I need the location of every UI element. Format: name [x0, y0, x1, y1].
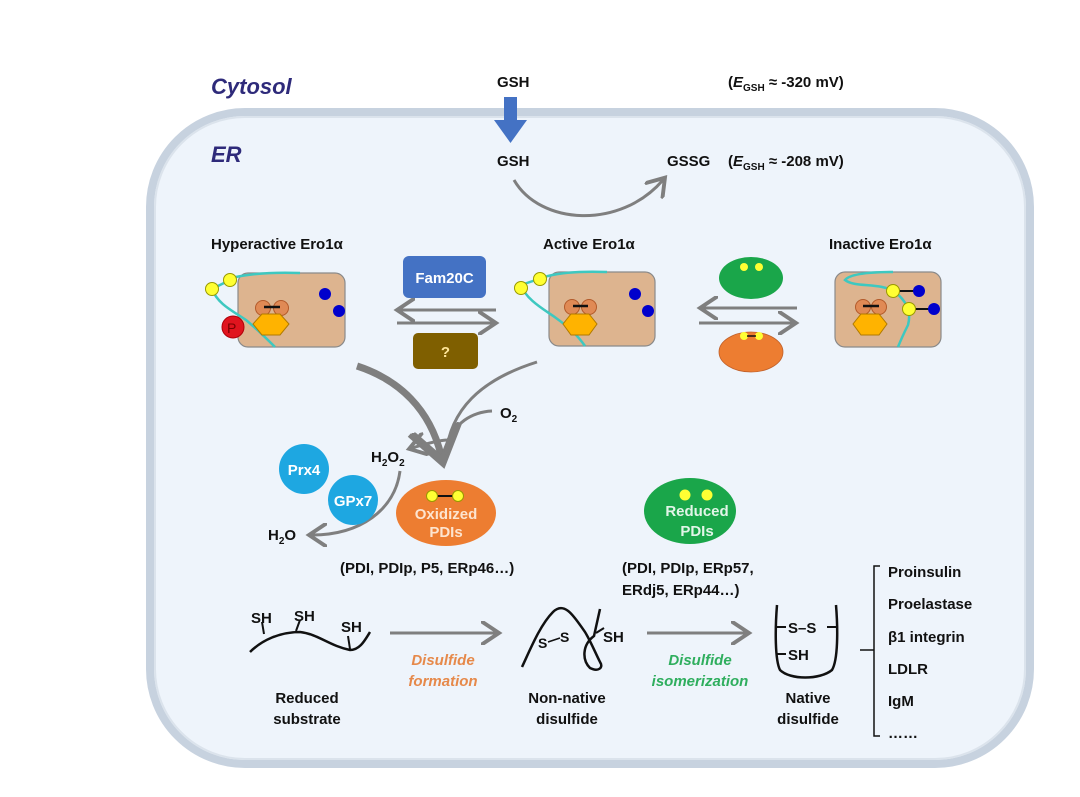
er-membrane-inner	[154, 116, 1026, 760]
reduced-pdis-line2: PDIs	[680, 523, 713, 540]
sh-label-2: SH	[294, 608, 315, 625]
reduced-pdis-members-line1: (PDI, PDIp, ERp57,	[622, 560, 754, 577]
gpx7-enzyme: GPx7	[328, 475, 378, 525]
oxidized-pdis-line1: Oxidized	[415, 506, 478, 523]
er-membrane	[146, 108, 1034, 768]
disulfide-isomerization-line2: isomerization	[652, 673, 749, 690]
oxidized-pdis-members: (PDI, PDIp, P5, ERp46…)	[340, 560, 514, 577]
cytosol-potential: (EGSH ≈ -320 mV)	[728, 74, 844, 94]
active-ero1-label: Active Ero1α	[543, 236, 636, 253]
reduced-pdis: Reduced PDIs	[644, 478, 736, 544]
hyperactive-ero1-protein: P	[205, 271, 346, 348]
phospho-label: P	[227, 320, 236, 336]
reduced-pdis-line1: Reduced	[665, 503, 728, 520]
substrate-item: β1 integrin	[888, 629, 965, 646]
er-gsh-label: GSH	[497, 153, 530, 170]
disulfide-formation-line2: formation	[408, 673, 477, 690]
sh-label-1: SH	[251, 610, 272, 627]
native-line2: disulfide	[777, 711, 839, 728]
prx4-label: Prx4	[288, 462, 321, 479]
substrate-item: Proelastase	[888, 596, 972, 613]
peroxide-detox-arrow	[312, 470, 402, 535]
native-ss: S–S	[788, 620, 816, 637]
reduced-substrate-line2: substrate	[273, 711, 341, 728]
cytosol-label: Cytosol	[211, 74, 293, 99]
reduced-pdis-members-line2: ERdj5, ERp44…)	[622, 582, 740, 599]
substrate-item: ……	[888, 725, 918, 742]
gsh-import-arrow	[494, 97, 527, 143]
substrate-item: Proinsulin	[888, 564, 961, 581]
substrate-bracket	[860, 565, 880, 737]
substrate-item: IgM	[888, 693, 914, 710]
er-potential: (EGSH ≈ -208 mV)	[728, 153, 844, 173]
inactive-ero1-label: Inactive Ero1α	[829, 236, 932, 253]
hyperactive-ero1-label: Hyperactive Ero1α	[211, 236, 344, 253]
oxidized-pdis: Oxidized PDIs	[396, 480, 496, 546]
substrate-list: Proinsulin Proelastase β1 integrin LDLR …	[888, 564, 972, 742]
phosphate-icon	[221, 315, 245, 339]
o2-reduction-arrow	[412, 409, 493, 448]
unknown-phosphatase-box: ?	[413, 333, 478, 369]
reduced-substrate-line1: Reduced	[275, 690, 338, 707]
disulfide-formation-line1: Disulfide	[411, 652, 474, 669]
inactive-ero1-protein	[834, 270, 942, 348]
oxidized-pdi-regulator	[718, 331, 784, 373]
non-native-line1: Non-native	[528, 690, 606, 707]
h2o-label: H2O	[268, 527, 296, 547]
non-native-sh: SH	[603, 629, 624, 646]
oxidized-pdis-line2: PDIs	[429, 524, 462, 541]
unknown-phosphatase-label: ?	[441, 344, 450, 361]
cytosol-gsh-label: GSH	[497, 74, 530, 91]
active-ero1-protein	[514, 270, 656, 347]
er-label: ER	[211, 142, 242, 167]
sh-label-3: SH	[341, 619, 362, 636]
gsh-oxidation-arrow	[512, 180, 663, 218]
non-native-s2: S	[560, 629, 569, 645]
reduced-substrate-structure: SH SH SH	[249, 608, 372, 653]
fam20c-label: Fam20C	[415, 270, 474, 287]
gpx7-label: GPx7	[334, 493, 372, 510]
native-disulfide-structure: S–S SH	[774, 604, 839, 679]
prx4-enzyme: Prx4	[279, 444, 329, 494]
o2-label: O2	[500, 405, 518, 425]
disulfide-isomerization-line1: Disulfide	[668, 652, 731, 669]
substrate-item: LDLR	[888, 661, 928, 678]
non-native-s1: S	[538, 635, 547, 651]
er-gssg-label: GSSG	[667, 153, 710, 170]
non-native-line2: disulfide	[536, 711, 598, 728]
reduced-pdi-regulator	[719, 257, 783, 299]
native-line1: Native	[785, 690, 830, 707]
non-native-disulfide-structure: S S SH	[520, 606, 624, 671]
fam20c-kinase-box: Fam20C	[403, 256, 486, 298]
native-sh: SH	[788, 647, 809, 664]
h2o2-label: H2O2	[371, 449, 405, 469]
